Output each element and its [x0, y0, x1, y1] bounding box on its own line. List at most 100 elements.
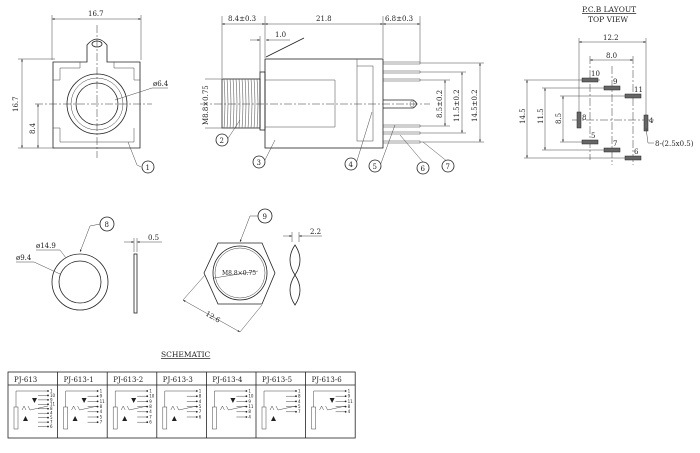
model-name: PJ-613-1	[64, 376, 94, 384]
svg-text:1: 1	[50, 388, 53, 393]
solder-pin	[382, 124, 421, 128]
model-name: PJ-613	[14, 376, 37, 384]
pad-11	[624, 93, 642, 99]
svg-text:9: 9	[149, 399, 152, 404]
svg-text:5: 5	[199, 404, 202, 409]
svg-text:6: 6	[421, 165, 426, 173]
svg-text:7: 7	[298, 409, 301, 414]
front-width-dim: 16.7	[88, 10, 104, 18]
svg-text:5: 5	[591, 132, 595, 140]
front-center-dim: 8.4	[29, 122, 37, 134]
svg-text:5: 5	[373, 163, 377, 171]
pin-length-dim: 6.8±0.3	[385, 15, 413, 23]
pad-10	[581, 77, 599, 83]
svg-text:11: 11	[248, 404, 254, 409]
washer-outer	[51, 253, 109, 311]
balloon-2	[215, 133, 229, 147]
pad-7	[603, 147, 621, 153]
svg-text:8: 8	[105, 221, 109, 229]
svg-text:7: 7	[100, 420, 103, 425]
slot-note: 8-(2.5x0.5)	[655, 140, 694, 148]
svg-text:8: 8	[199, 394, 202, 399]
svg-text:9: 9	[100, 394, 103, 399]
pcb-height-mid: 11.5	[537, 108, 545, 124]
svg-text:9: 9	[348, 394, 351, 399]
balloon-4	[344, 157, 358, 171]
balloon-5	[368, 159, 382, 173]
svg-text:4: 4	[649, 117, 654, 125]
svg-text:8: 8	[149, 404, 152, 409]
pcb-height-outer: 14.5	[519, 108, 527, 124]
svg-text:4: 4	[349, 161, 354, 169]
svg-text:1: 1	[100, 388, 103, 393]
svg-text:5: 5	[298, 404, 301, 409]
balloon-7	[441, 159, 455, 173]
nut-side	[289, 244, 301, 306]
side-view: 8.4±0.3 21.8 6.8±0.3 1.0 M8.8×0.75 8.5±0…	[200, 15, 484, 175]
hex-nut: M8.8×0.75 12.6 9 2.2	[182, 208, 322, 333]
svg-text:8: 8	[50, 406, 53, 411]
svg-text:7: 7	[50, 420, 53, 425]
front-height-dim: 16.7	[12, 96, 20, 112]
model-name: PJ-613-3	[163, 376, 193, 384]
svg-text:4: 4	[348, 409, 351, 414]
housing-body	[264, 58, 384, 149]
washer-thickness-dim: 0.5	[148, 234, 159, 242]
svg-text:11: 11	[100, 399, 106, 404]
washer-outer-dim: ø14.9	[36, 242, 56, 250]
svg-text:6: 6	[199, 414, 202, 419]
svg-text:2: 2	[220, 137, 224, 145]
balloon-8	[99, 216, 115, 232]
svg-text:8: 8	[298, 394, 301, 399]
svg-text:9: 9	[263, 213, 267, 221]
svg-text:7: 7	[199, 409, 202, 414]
pcb-width-outer: 12.2	[603, 34, 619, 42]
svg-text:8: 8	[100, 404, 103, 409]
nut-thickness-dim: 2.2	[310, 228, 321, 236]
pcb-height-inner: 8.5	[555, 113, 563, 124]
svg-text:5: 5	[50, 415, 53, 420]
pad-5	[581, 139, 599, 145]
schematic-title: SCHEMATIC	[161, 350, 211, 359]
svg-text:8: 8	[348, 404, 351, 409]
pcb-subtitle: TOP VIEW	[588, 15, 628, 24]
pcb-title: P.C.B LAYOUT	[582, 5, 636, 14]
pcb-layout: P.C.B LAYOUT TOP VIEW 12.2 8.0 14.5 11.5…	[519, 5, 694, 165]
thread-length-dim: 8.4±0.3	[228, 15, 256, 23]
schematic: SCHEMATIC PJ-61311091184576PJ-613-119118…	[7, 350, 356, 439]
svg-text:5: 5	[100, 414, 103, 419]
svg-text:4: 4	[248, 414, 251, 419]
svg-text:1: 1	[149, 388, 152, 393]
body-length-dim: 21.8	[316, 15, 332, 23]
svg-text:1: 1	[146, 164, 150, 172]
svg-text:4: 4	[298, 399, 301, 404]
washer: ø14.9 ø9.4 8 0.5	[16, 216, 162, 314]
svg-text:4: 4	[199, 399, 202, 404]
washer-inner	[58, 260, 102, 304]
front-body-outline	[52, 38, 141, 149]
svg-text:6: 6	[634, 148, 639, 156]
nut-thread: M8.8×0.75	[222, 270, 256, 277]
nut-hexagon	[203, 242, 276, 305]
front-view: 16.7 16.7 8.4 ø6.4 1	[12, 10, 169, 174]
schematic-table	[7, 371, 356, 439]
balloon-1	[141, 160, 155, 174]
svg-text:7: 7	[613, 140, 617, 148]
balloon-9	[257, 208, 273, 224]
svg-text:8: 8	[582, 114, 586, 122]
svg-text:11: 11	[348, 399, 354, 404]
washer-inner-dim: ø9.4	[16, 254, 32, 262]
svg-text:11: 11	[634, 86, 643, 94]
pcb-width-inner: 8.0	[606, 52, 617, 60]
svg-text:4: 4	[50, 411, 53, 416]
solder-pin	[382, 61, 421, 65]
svg-text:1: 1	[298, 388, 301, 393]
svg-text:10: 10	[591, 70, 600, 78]
svg-text:11: 11	[50, 402, 56, 407]
thread-spec: M8.8×0.75	[202, 85, 210, 125]
svg-text:1: 1	[248, 388, 251, 393]
svg-text:3: 3	[257, 159, 261, 167]
